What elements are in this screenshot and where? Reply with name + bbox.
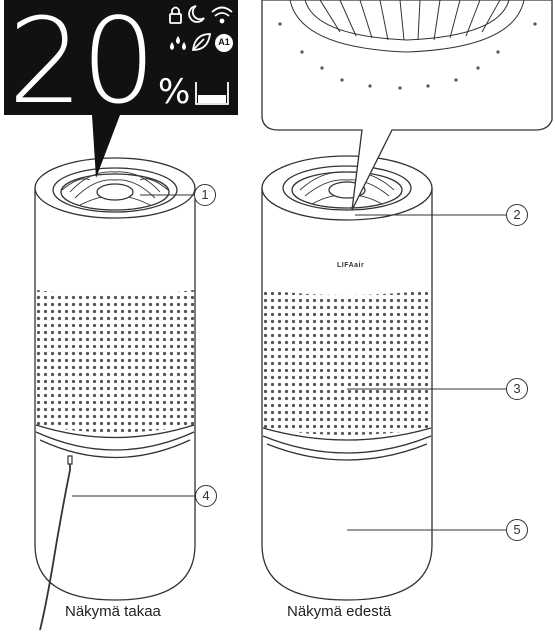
control-panel-buttons bbox=[278, 22, 537, 90]
display-icons bbox=[169, 5, 233, 105]
callout-3: 3 bbox=[506, 378, 528, 400]
auto-mode-label: A1 bbox=[218, 37, 230, 47]
zoomed-fan bbox=[289, 0, 525, 53]
water-tank-icon bbox=[195, 82, 229, 105]
callout-2: 2 bbox=[506, 204, 528, 226]
callout-4: 4 bbox=[195, 485, 217, 507]
auto-mode-icon bbox=[215, 34, 233, 52]
night-mode-icon bbox=[188, 5, 205, 23]
display-percentage-value: 20 bbox=[8, 0, 156, 130]
caption-front-view: Näkymä edestä bbox=[287, 603, 392, 620]
callout-lines bbox=[72, 194, 506, 531]
purifier-front-view bbox=[261, 155, 433, 601]
humidity-drops-icon bbox=[170, 36, 186, 50]
callout-5: 5 bbox=[506, 519, 528, 541]
display-percent-unit: % bbox=[158, 72, 191, 112]
purifier-back-view bbox=[34, 157, 196, 601]
power-cord bbox=[39, 458, 71, 631]
wifi-icon bbox=[211, 6, 233, 24]
display-bubble bbox=[4, 0, 238, 178]
fan-blades bbox=[61, 171, 169, 206]
brand-logo: LIFAair bbox=[337, 262, 365, 269]
callout-1: 1 bbox=[194, 184, 216, 206]
leaf-icon bbox=[191, 33, 212, 51]
caption-back-view: Näkymä takaa bbox=[65, 603, 161, 620]
lock-icon bbox=[169, 6, 182, 24]
control-panel-bubble bbox=[261, 0, 553, 211]
